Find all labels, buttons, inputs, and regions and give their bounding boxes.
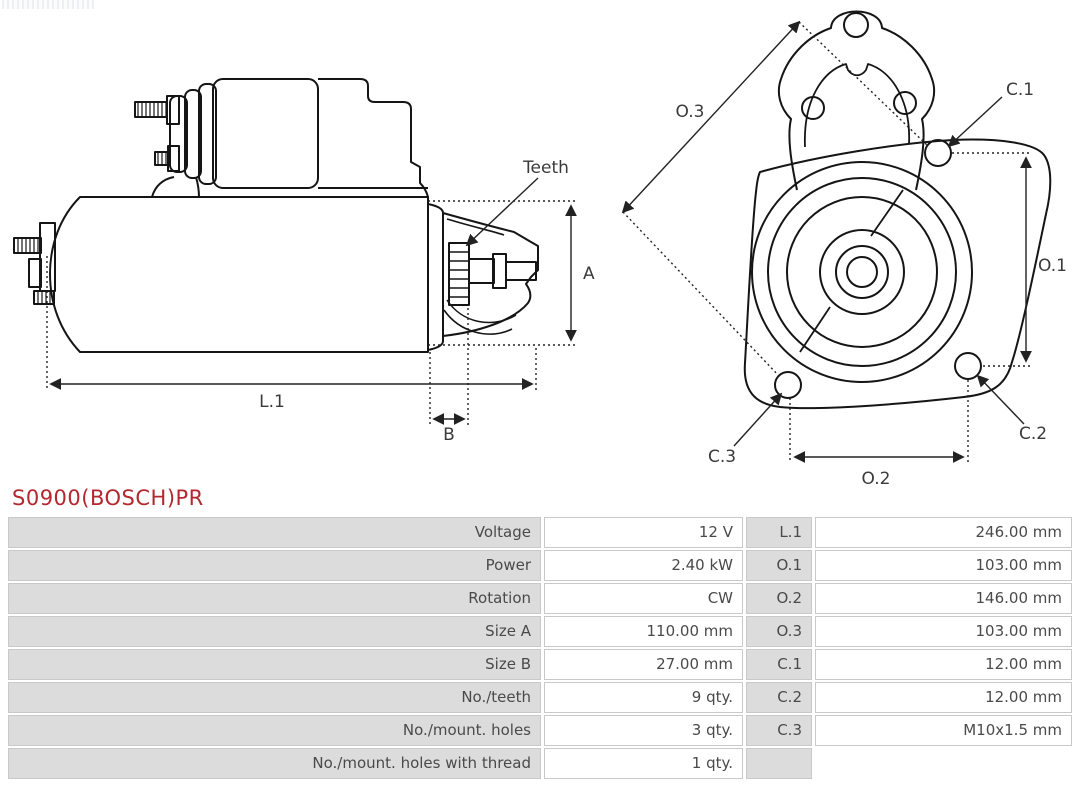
technical-drawing: Teeth A L.1 B — [13, 10, 1067, 489]
c1-leader-line — [947, 96, 1003, 148]
spec-dim-label: O.1 — [746, 550, 812, 581]
spec-dim-label: O.3 — [746, 616, 812, 647]
dim-label-c2: C.2 — [1019, 424, 1047, 444]
spec-dim-value: 12.00 mm — [815, 682, 1072, 713]
dim-label-a: A — [583, 264, 595, 284]
dim-label-b: B — [443, 425, 455, 445]
spec-dim-value: 246.00 mm — [815, 517, 1072, 548]
dim-label-o3: O.3 — [676, 102, 705, 122]
front-view-flange — [743, 10, 1052, 410]
c2-leader-line — [976, 374, 1025, 425]
spec-dim-label: O.2 — [746, 583, 812, 614]
spec-value: 1 qty. — [544, 748, 743, 779]
spec-dim-value: 12.00 mm — [815, 649, 1072, 680]
spec-dim-label: L.1 — [746, 517, 812, 548]
side-view-dimensions — [46, 177, 577, 427]
product-code-title: S0900(BOSCH)PR — [12, 486, 204, 510]
spec-value: CW — [544, 583, 743, 614]
spec-label: Size A — [8, 616, 541, 647]
spec-label: Voltage — [8, 517, 541, 548]
mount-hole-c2 — [954, 352, 982, 380]
spec-dim-label: C.3 — [746, 715, 812, 746]
spec-label: No./mount. holes — [8, 715, 541, 746]
mount-hole-c1 — [924, 139, 952, 167]
spec-dim-label: C.1 — [746, 649, 812, 680]
c3-leader-line — [733, 392, 783, 447]
teeth-leader-line — [465, 177, 539, 247]
dim-line-o3 — [621, 20, 801, 214]
dim-label-o2: O.2 — [862, 469, 891, 489]
spec-value: 110.00 mm — [544, 616, 743, 647]
spec-dim-label: C.2 — [746, 682, 812, 713]
teeth-label: Teeth — [522, 158, 569, 178]
spec-value: 2.40 kW — [544, 550, 743, 581]
mount-hole-c3 — [774, 371, 802, 399]
dim-label-c1: C.1 — [1006, 80, 1034, 100]
spec-dim-value: 103.00 mm — [815, 550, 1072, 581]
spec-dim-value: 146.00 mm — [815, 583, 1072, 614]
spec-label: No./teeth — [8, 682, 541, 713]
spec-value: 27.00 mm — [544, 649, 743, 680]
front-view-dimensions — [621, 20, 1032, 463]
spec-dim-value: M10x1.5 mm — [815, 715, 1072, 746]
watermark-logo — [2, 0, 94, 9]
spec-label: No./mount. holes with thread — [8, 748, 541, 779]
side-view-starter — [13, 78, 539, 353]
spec-value: 12 V — [544, 517, 743, 548]
spec-label: Size B — [8, 649, 541, 680]
spec-table: Voltage 12 V L.1 246.00 mm Power 2.40 kW… — [8, 517, 1072, 779]
dim-label-l1: L.1 — [259, 392, 285, 412]
pinion-teeth — [449, 251, 469, 298]
spec-label: Rotation — [8, 583, 541, 614]
dim-label-o1: O.1 — [1038, 256, 1067, 276]
spec-dim-label — [746, 748, 812, 779]
spec-label: Power — [8, 550, 541, 581]
spec-value: 3 qty. — [544, 715, 743, 746]
spec-dim-value — [815, 748, 1072, 779]
spec-dim-value: 103.00 mm — [815, 616, 1072, 647]
spec-value: 9 qty. — [544, 682, 743, 713]
dim-label-c3: C.3 — [708, 447, 736, 467]
